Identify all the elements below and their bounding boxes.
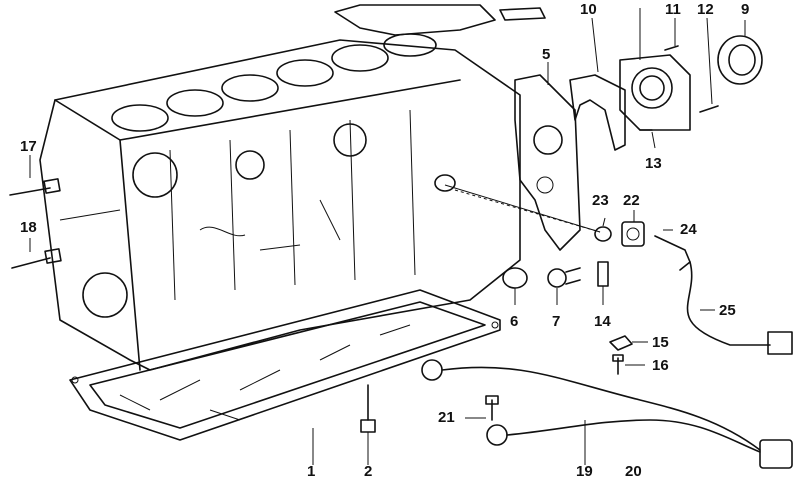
callout-24: 24	[680, 221, 697, 238]
callout-5: 5	[542, 46, 551, 63]
timing-cover-gasket-drawing	[514, 74, 581, 251]
callout-17: 17	[20, 138, 37, 155]
callout-25: 25	[719, 302, 736, 319]
callout-6: 6	[510, 313, 519, 330]
callout-10: 10	[580, 1, 597, 18]
callout-11: 11	[665, 1, 681, 18]
callout-13: 13	[645, 155, 662, 172]
small-parts-drawing	[9, 178, 793, 469]
callout-12: 12	[697, 1, 714, 18]
callout-2: 2	[364, 463, 373, 480]
callout-16: 16	[652, 357, 669, 374]
callout-22: 22	[623, 192, 640, 209]
seal-carrier-drawing	[569, 35, 763, 151]
callout-19: 19	[576, 463, 593, 480]
engine-block-drawing	[39, 4, 546, 371]
callout-9: 9	[741, 1, 750, 18]
leader-lines	[29, 8, 746, 465]
callout-23: 23	[592, 192, 609, 209]
callout-1: 1	[307, 463, 316, 480]
callout-18: 18	[20, 219, 37, 236]
callout-7: 7	[552, 313, 561, 330]
callout-15: 15	[652, 334, 669, 351]
callout-20: 20	[625, 463, 642, 480]
callout-21: 21	[438, 409, 455, 426]
callout-14: 14	[594, 313, 611, 330]
oil-pan-gasket-drawing	[69, 289, 501, 441]
